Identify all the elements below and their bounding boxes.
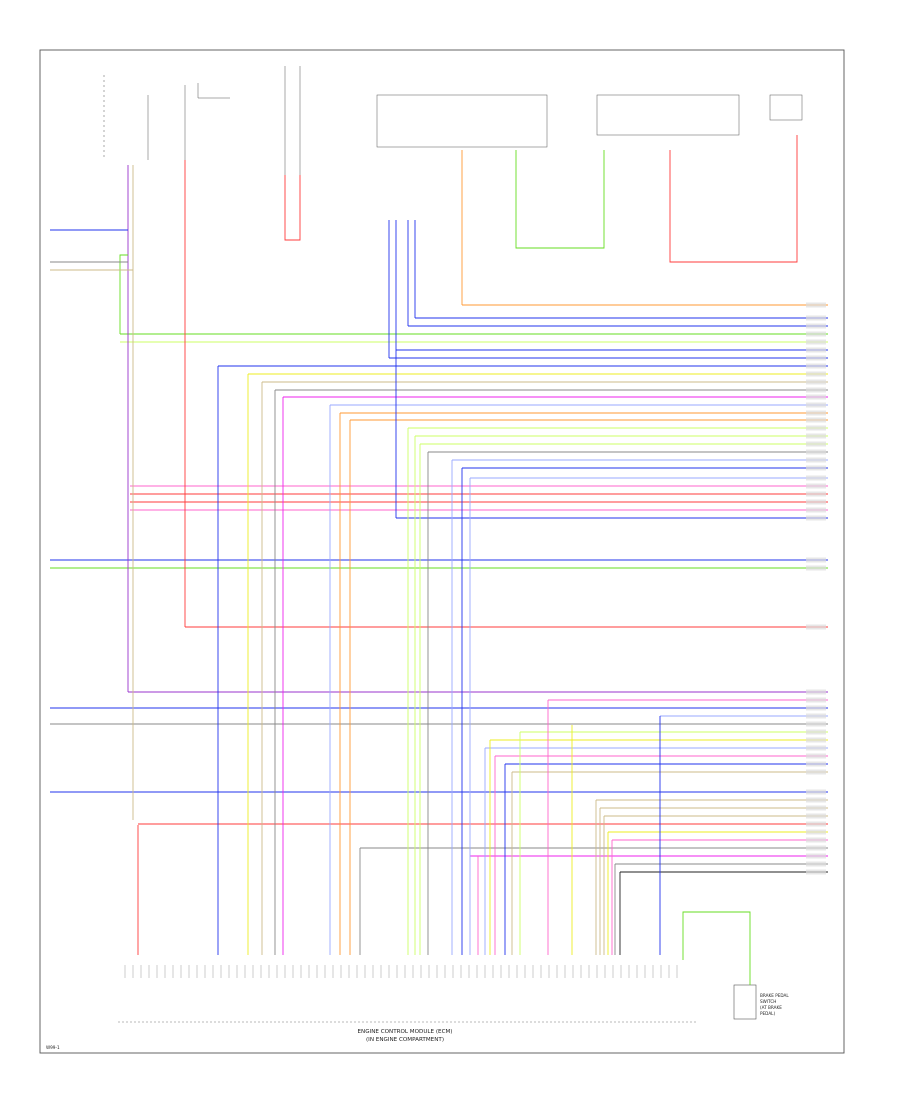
bus-wire-tag-7 (806, 363, 826, 369)
bus-wire-tag-51 (806, 869, 826, 875)
bus-wire-tag-20 (806, 465, 826, 471)
bus-wire-tag-49 (806, 853, 826, 859)
bus-wire-tag-41 (806, 789, 826, 795)
tcm-loop-wire (515, 150, 605, 249)
sensor-label-3: (AT BRAKE (760, 1005, 782, 1010)
bus-wire-tag-21 (806, 475, 826, 481)
bus-wire-tag-30 (806, 689, 826, 695)
sensor-label-2: SWITCH (760, 999, 776, 1004)
bus-wire-tag-0 (806, 302, 826, 308)
bus-wire-tag-39 (806, 761, 826, 767)
bus-wire-tag-12 (806, 402, 826, 408)
bus-wire-tag-22 (806, 483, 826, 489)
bus-wire-tag-32 (806, 705, 826, 711)
brake-switch-wire (682, 911, 751, 985)
bus-wire-tag-13 (806, 410, 826, 416)
wire-labels (806, 302, 826, 875)
module-caption-line-1: ENGINE CONTROL MODULE (ECM) (358, 1029, 453, 1035)
left-green-wire (119, 254, 128, 334)
bus-wire-tag-17 (806, 441, 826, 447)
connector-pins (124, 965, 678, 978)
fuse-loop-wire (284, 175, 301, 241)
bus-wire-tag-9 (806, 379, 826, 385)
sensor-loop-wire (669, 135, 798, 263)
ecm-connector (118, 984, 757, 1023)
bus-wire-tag-31 (806, 697, 826, 703)
bus-wire-tag-40 (806, 769, 826, 775)
bus-wire-tag-43 (806, 805, 826, 811)
bus-wire-tag-18 (806, 449, 826, 455)
footer-code: W99-1 (46, 1045, 60, 1050)
bus-wire-tag-33 (806, 713, 826, 719)
sensor-label-4: PEDAL) (760, 1011, 776, 1016)
bus-wire-tag-26 (806, 515, 826, 521)
bus-wire-tag-47 (806, 837, 826, 843)
bus-wire-tag-24 (806, 499, 826, 505)
bus-wire-tag-16 (806, 433, 826, 439)
bus-wire-tag-38 (806, 753, 826, 759)
top-components (103, 66, 803, 175)
bus-wire-tag-25 (806, 507, 826, 513)
bus-wire-tag-46 (806, 829, 826, 835)
sensor-box (769, 94, 803, 121)
bus-wire-tag-5 (806, 347, 826, 353)
bus-wire-tag-28 (806, 565, 826, 571)
bus-wire-tag-1 (806, 315, 826, 321)
bus-wire-tag-2 (806, 323, 826, 329)
bus-wire-tag-36 (806, 737, 826, 743)
module-caption-line-2: (IN ENGINE COMPARTMENT) (366, 1037, 444, 1043)
bus-wire-tag-14 (806, 417, 826, 423)
bus-wire-tag-44 (806, 813, 826, 819)
bus-wire-tag-42 (806, 797, 826, 803)
power-distribution-box (376, 94, 548, 148)
bus-wire-tag-19 (806, 457, 826, 463)
bus-wire-tag-35 (806, 729, 826, 735)
bus-wire-tag-23 (806, 491, 826, 497)
bus-wire-tag-48 (806, 845, 826, 851)
bus-wire-tag-50 (806, 861, 826, 867)
relay-outline (197, 83, 230, 99)
transmission-module-box (596, 94, 740, 136)
bus-wire-tag-37 (806, 745, 826, 751)
bus-wire-tag-45 (806, 821, 826, 827)
bus-wire-tag-29 (806, 624, 826, 630)
bus-wire-tag-3 (806, 331, 826, 337)
bus-wire-tag-34 (806, 721, 826, 727)
bus-wire-tag-6 (806, 355, 826, 361)
bus-wire-tag-10 (806, 387, 826, 393)
wires (50, 135, 828, 985)
bus-wire-tag-4 (806, 339, 826, 345)
diagram-frame (39, 49, 845, 1054)
bus-wire-tag-11 (806, 394, 826, 400)
brake-switch-box (733, 984, 757, 1020)
bus-wire-tag-27 (806, 557, 826, 563)
sensor-label-1: BRAKE PEDAL (760, 993, 789, 998)
bus-wire-tag-15 (806, 425, 826, 431)
bus-wire-tag-8 (806, 371, 826, 377)
